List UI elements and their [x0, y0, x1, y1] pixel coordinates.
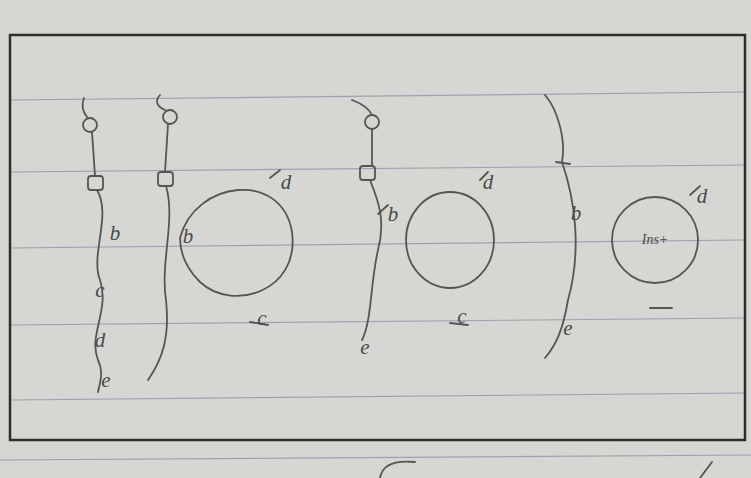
strand-letter: e — [360, 337, 369, 358]
strand-letter: d — [697, 186, 708, 207]
strand-letter: e — [101, 370, 110, 391]
strand-letter: d — [95, 330, 106, 351]
strand-letter: b — [388, 204, 399, 225]
strand-letter: c — [95, 280, 104, 301]
dna-strands — [83, 95, 712, 478]
strand-letter: b — [571, 203, 582, 224]
page-frame — [10, 35, 745, 440]
strand-letter: e — [563, 318, 572, 339]
circle-label: Ins+ — [642, 232, 669, 247]
strand-letter: d — [483, 172, 494, 193]
strand-letter: c — [257, 308, 266, 329]
strand-letter: b — [183, 226, 194, 247]
strand-letter: c — [457, 306, 466, 327]
plasmid-circle: Ins+ — [610, 195, 700, 285]
strand-letter: d — [281, 172, 292, 193]
strand-letter: b — [110, 223, 121, 244]
ruled-lines — [0, 92, 751, 460]
